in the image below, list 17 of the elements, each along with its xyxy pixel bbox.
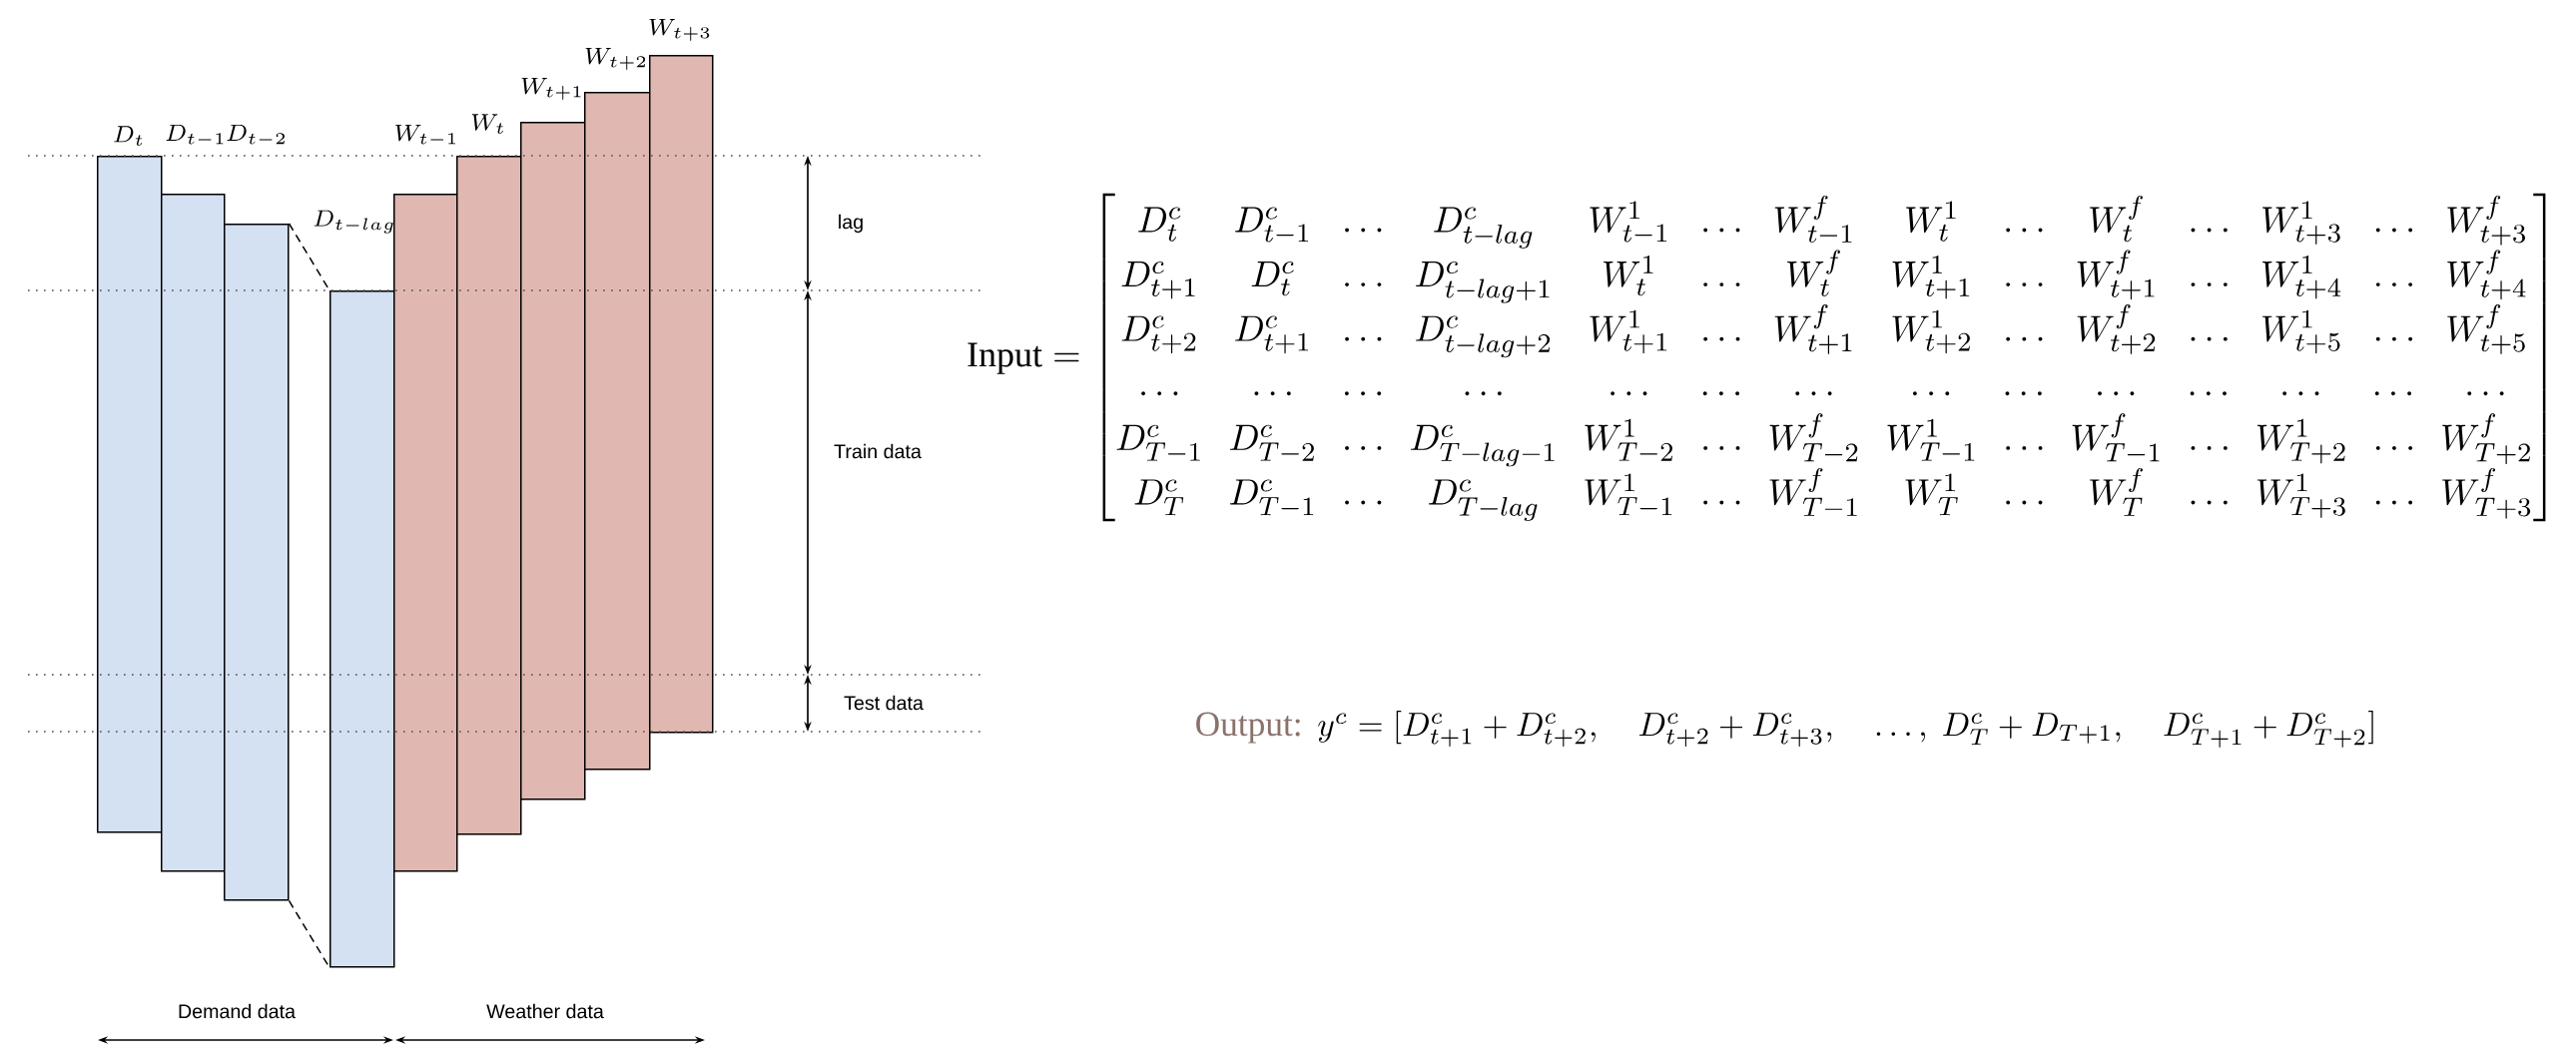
output-equation: $y^c = [D^c_{t+1} + D^c_{t+2}, \quad D^c_{t+2} + D^c_{t+3}, \quad \ldots, \ D^c_T + D_{T+1}, \quad D^c_{T+1} + D^c_{T+2}]$ xyxy=(1318,710,2373,748)
output-label: Output: xyxy=(1196,712,1300,744)
bar-label: $W_{t+3}$ xyxy=(649,18,710,41)
dimension-label: Test data xyxy=(844,695,924,711)
matrix-equation: $\mathrm{Input} = \begin{bmatrix} D^c_t & D^c_{t-1} & \ldots & D^c_{t-lag} & W^1_{t-1} & \ldots & W^f_{t-1} & W^1_t & \ldots & W^f_t & \ldots & W^1_{t+3} & \ldots & W^f_{t+3} \\ D^c_{t+1} & D^c_t & \ldots & D^c_{t-lag+1} & W^1_t & \ldots & W^f_t & W^1_{t+1} & \ldots & W^f_{t+1} & \ldots & W^1_{t+4} & \ldots & W^f_{t+4} \\ D^c_{t+2} & D^c_{t+1} & \ldots & D^c_{t-lag+2} & W^1_{t+1} & \ldots & W^f_{t+1} & W^1_{t+2} & \ldots & W^f_{t+2} & \ldots & W^1_{t+5} & \ldots & W^f_{t+5} \\ \ldots & \ldots & \ldots & \ldots & \ldots & \ldots & \ldots & \ldots & \ldots & \ldots & \ldots & \ldots & \ldots & \ldots \\ D^c_{T-1} & D^c_{T-2} & \ldots & D^c_{T-lag-1} & W^1_{T-2} & \ldots & W^f_{T-2} & W^1_{T-1} & \ldots & W^f_{T-1} & \ldots & W^1_{T+2} & \ldots & W^f_{T+2} \\ D^c_T & D^c_{T-1} & \ldots & D^c_{T-lag} & W^1_{T-1} & \ldots & W^f_{T-1} & W^1_T & \ldots & W^f_T & \ldots & W^1_{T+3} & \ldots & W^f_{T+3} \end{bmatrix}$ xyxy=(967,193,2546,522)
bar-label: $D_{t-lag}$ xyxy=(314,210,393,234)
dimension-label: lag xyxy=(839,214,863,234)
bar-label: $D_{t-2}$ xyxy=(227,124,285,145)
dimension-label: Demand data xyxy=(179,1003,296,1019)
bar-label: $D_t$ xyxy=(114,126,143,146)
bar-label: $W_t$ xyxy=(471,114,503,134)
bar-label: $D_{t-1}$ xyxy=(166,124,224,145)
bar-label: $W_{t-1}$ xyxy=(395,124,455,145)
bar-label: $W_{t+1}$ xyxy=(521,77,581,100)
bar-label: $W_{t+2}$ xyxy=(585,47,646,70)
dimension-label: Train data xyxy=(834,443,922,459)
dimension-label: Weather data xyxy=(486,1003,604,1019)
